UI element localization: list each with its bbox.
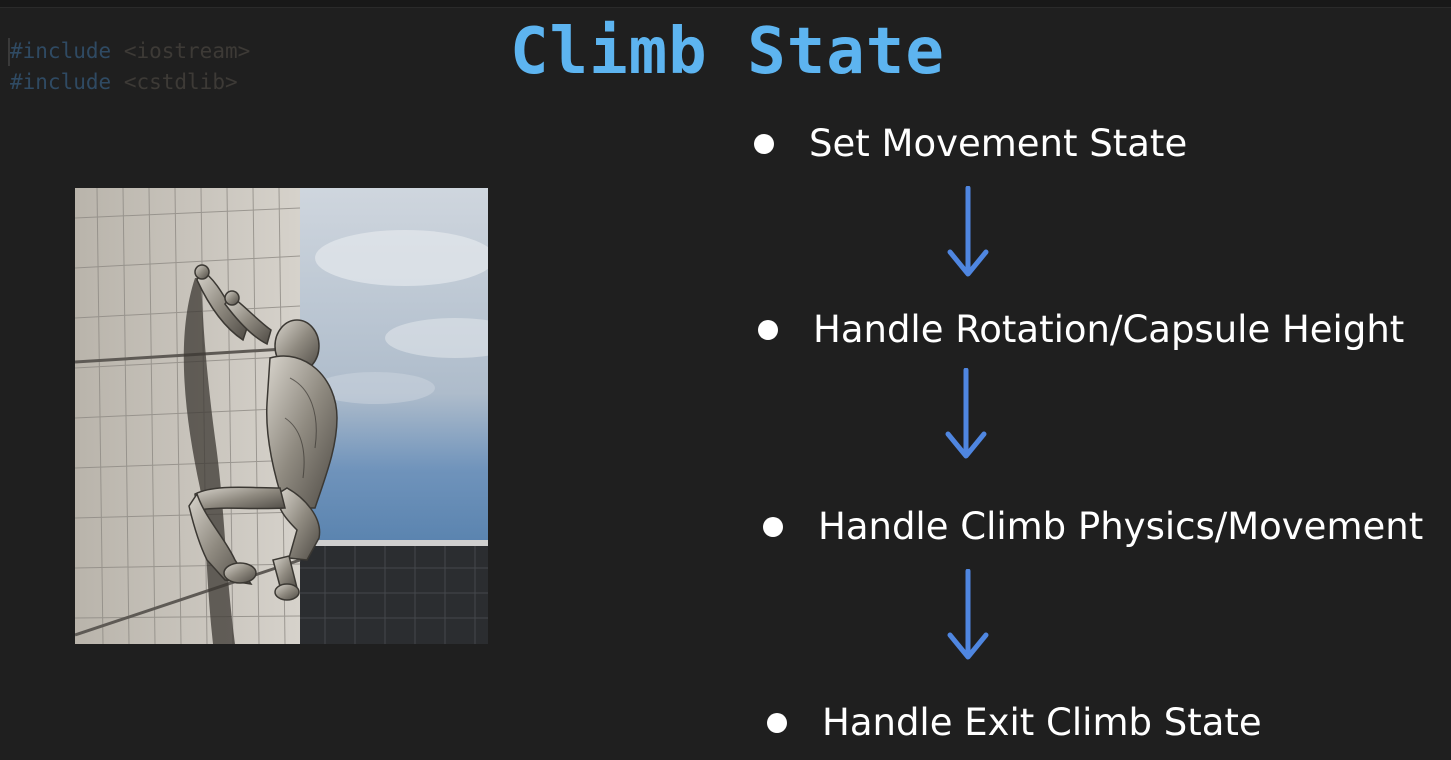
window-top-strip	[0, 0, 1451, 8]
arrow-down-icon	[947, 186, 989, 277]
code-line: #include <iostream>	[10, 36, 250, 67]
bullet-icon	[763, 517, 783, 537]
code-line: #include <cstdlib>	[10, 67, 250, 98]
background-code: #include <iostream> #include <cstdlib>	[10, 36, 250, 98]
arrow-down-icon	[945, 368, 987, 459]
code-header: <cstdlib>	[123, 70, 238, 94]
arrow-down-icon	[947, 569, 989, 660]
code-keyword: #include	[10, 70, 112, 94]
flow-step-label: Handle Exit Climb State	[822, 701, 1262, 744]
flow-step-label: Handle Climb Physics/Movement	[818, 505, 1424, 548]
climbing-character-image	[75, 188, 488, 644]
mannequin-figure	[188, 264, 338, 601]
code-keyword: #include	[10, 39, 112, 63]
bullet-icon	[754, 134, 774, 154]
flow-step-label: Handle Rotation/Capsule Height	[813, 308, 1405, 351]
text-cursor	[8, 38, 10, 66]
bullet-icon	[767, 713, 787, 733]
flow-step-label: Set Movement State	[809, 122, 1188, 165]
bullet-icon	[758, 320, 778, 340]
slide-title: Climb State	[510, 15, 945, 89]
code-header: <iostream>	[123, 39, 251, 63]
